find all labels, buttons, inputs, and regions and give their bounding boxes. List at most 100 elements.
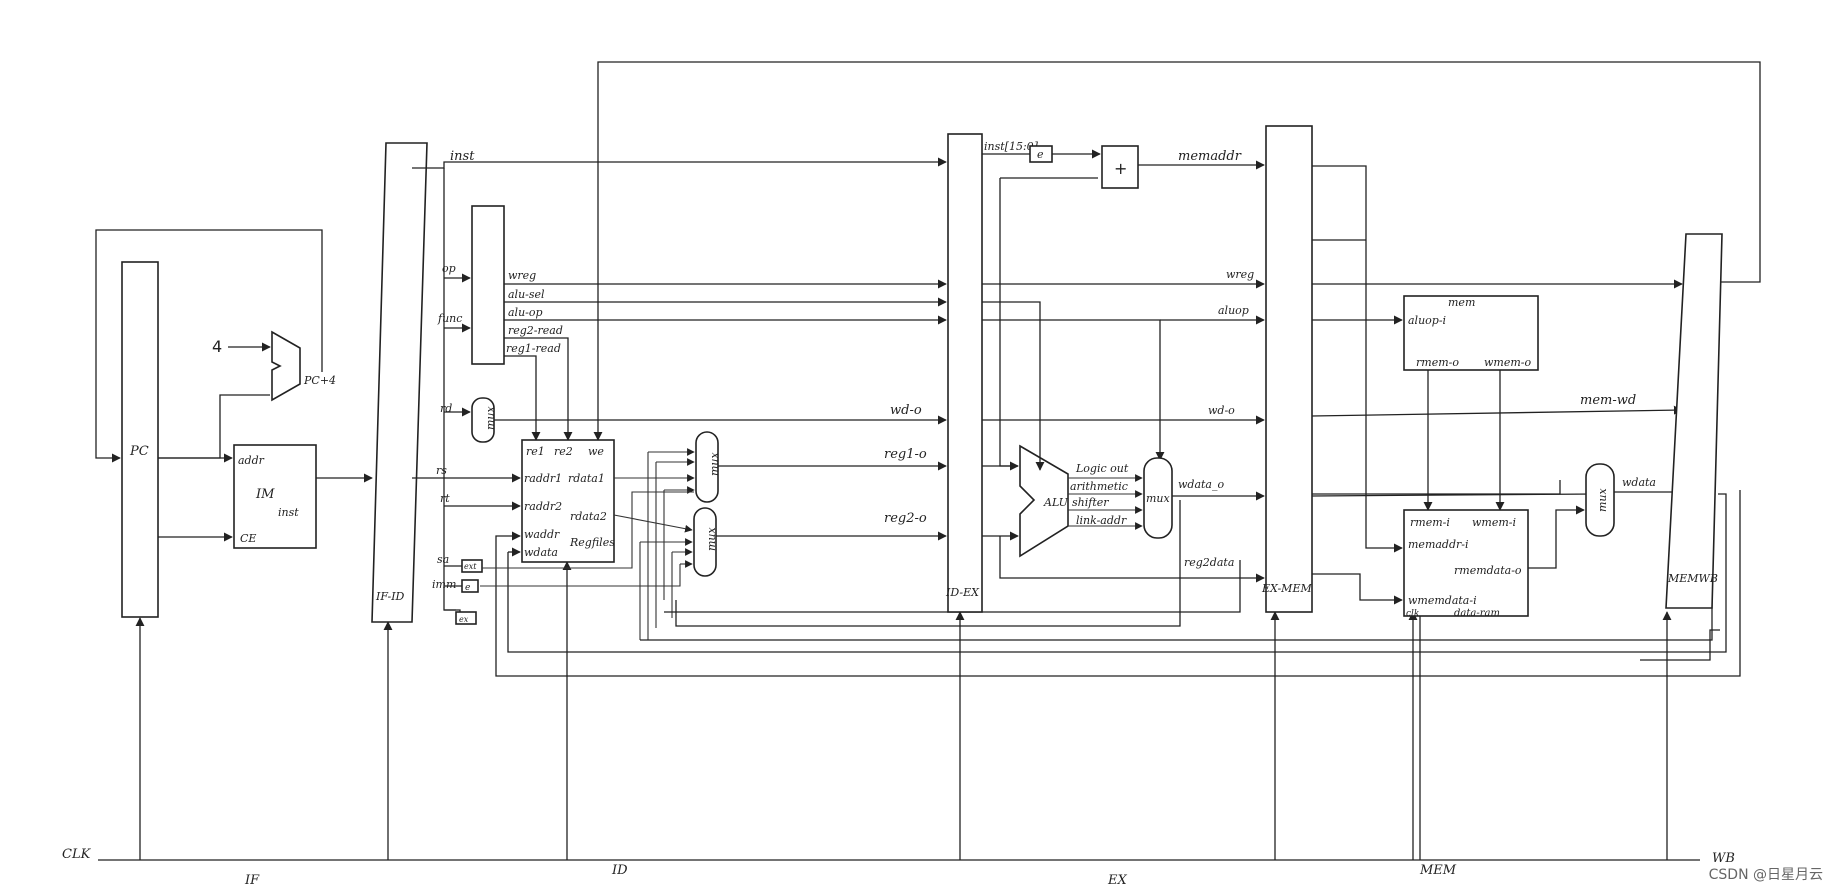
ex-mem-label: EX-MEM: [1261, 582, 1312, 595]
mem-wd-label: mem-wd: [1580, 393, 1636, 408]
alu-link: link-addr: [1076, 514, 1127, 527]
ctl-reg2-read: reg2-read: [508, 324, 563, 337]
exmem-wreg-label: wreg: [1226, 268, 1254, 281]
sa-ext-box: [461, 559, 483, 573]
regfile-writeback-wires: [495, 490, 1741, 677]
rd-mux-label: mux: [484, 405, 497, 430]
ex-reg1-split: [999, 178, 1018, 467]
mem-mux-label: mux: [1596, 487, 1609, 512]
clock-label: CLK: [62, 847, 92, 862]
data-ram: [1403, 509, 1529, 617]
imm-ext-box: [461, 579, 479, 593]
ex-mux-label: mux: [1146, 492, 1171, 505]
wdata-o-label: wdata_o: [1178, 478, 1224, 491]
reg2data-label: reg2data: [1184, 556, 1234, 569]
dram-title: data-ram: [1454, 608, 1500, 619]
op-label: op: [442, 262, 456, 275]
stage-if: IF: [244, 873, 260, 888]
dram-memaddr: memaddr-i: [1408, 538, 1469, 551]
mem-wb-register: [1665, 233, 1723, 609]
ctl-wreg: wreg: [508, 269, 536, 282]
pc-adder: [271, 330, 301, 402]
alu-arith: arithmetic: [1070, 480, 1128, 493]
ex-ext-text: e: [1037, 148, 1044, 161]
ctl-alu-op: alu-op: [508, 306, 543, 319]
rf-raddr1: raddr1: [524, 472, 562, 485]
dram-clk: clk: [1406, 609, 1419, 619]
dram-wmem: wmem-i: [1472, 516, 1516, 529]
control-unit: [471, 205, 505, 365]
instruction-memory: [233, 444, 317, 549]
im-inst-port: inst: [278, 506, 299, 519]
stage-wb: WB: [1712, 851, 1735, 866]
ex-result-mux: [1143, 457, 1173, 539]
watermark: CSDN @日星月云: [1708, 867, 1823, 883]
reg2-o-label: reg2-o: [884, 511, 927, 526]
ctl-reg1-read: reg1-read: [506, 342, 561, 355]
sa-label: sa: [437, 553, 449, 566]
dram-rmem: rmem-i: [1410, 516, 1450, 529]
rs-label: rs: [436, 464, 447, 477]
mem-ctrl-rmem: rmem-o: [1416, 356, 1459, 369]
wb-we-loop-wire: [593, 61, 1761, 441]
mem-stage-wires: [1311, 165, 1683, 605]
mem-ctrl-title: mem: [1448, 296, 1475, 309]
fwd-mux-1: [695, 431, 719, 503]
exmem-wd-label: wd-o: [1208, 404, 1235, 417]
alu-op-wire: [982, 319, 1165, 461]
if-id-register: [371, 142, 428, 623]
mem-ctrl-aluop: aluop-i: [1408, 314, 1446, 327]
ctl-alu-sel: alu-sel: [508, 288, 545, 301]
ex3-text: ex: [459, 615, 469, 624]
imm-label: imm: [432, 578, 456, 591]
mem-wb-mux: [1585, 463, 1615, 537]
clock-taps: [135, 561, 1672, 860]
ex-mem-register: [1265, 125, 1313, 613]
rf-title: Regfiles: [569, 536, 615, 549]
mem-ctrl-wmem: wmem-o: [1484, 356, 1532, 369]
stage-id: ID: [611, 863, 628, 878]
control-output-wires: [504, 279, 947, 441]
rf-waddr: waddr: [524, 528, 560, 541]
rf-re2: re2: [554, 445, 573, 458]
mem-control: [1403, 295, 1539, 371]
alu-unit-wires: [1068, 474, 1143, 530]
im-ce-port: CE: [240, 532, 256, 545]
id-ex-label: ID-EX: [945, 586, 980, 599]
mem-wb-label: MEMWB: [1667, 572, 1718, 585]
if-id-label: IF-ID: [375, 590, 405, 603]
alu-shifter: shifter: [1072, 496, 1109, 509]
rt-label: rt: [440, 492, 450, 505]
branch-adder-sign: +: [1114, 159, 1127, 178]
alu-label: ALU: [1043, 496, 1069, 509]
ex-pass-wires: [982, 279, 1265, 425]
stage-mem: MEM: [1419, 863, 1457, 878]
adder-const: 4: [212, 337, 222, 356]
alu-logic: Logic out: [1075, 462, 1129, 475]
rf-rdata1: rdata1: [568, 472, 605, 485]
stage-ex: EX: [1107, 873, 1127, 888]
inst-bus-wire: [412, 157, 947, 169]
branch-adder: [1101, 145, 1139, 189]
wb-wdata-label: wdata: [1622, 476, 1656, 489]
wd-o-label: wd-o: [890, 403, 922, 418]
rf-raddr2: raddr2: [524, 500, 562, 513]
ex3-box: [455, 611, 477, 625]
dram-wmemdata: wmemdata-i: [1408, 594, 1477, 607]
reg2data-wire: [999, 536, 1265, 583]
inst-spine-wire: [443, 168, 456, 611]
memaddr-label: memaddr: [1178, 149, 1242, 164]
pc-label: PC: [129, 444, 149, 459]
adder-label: PC+4: [303, 374, 336, 387]
id-ex-register: [947, 133, 983, 613]
rd-label: rd: [440, 402, 452, 415]
alu: [1019, 444, 1069, 558]
im-addr-port: addr: [238, 454, 265, 467]
inst-label: inst: [450, 149, 475, 164]
fwd-mux-1-label: mux: [708, 451, 721, 476]
fwd-mux-2: [693, 507, 717, 577]
inst-bits-label: inst[15:0]: [984, 140, 1039, 153]
reg1-o-label: reg1-o: [884, 447, 927, 462]
rmemdata-wire: [1528, 505, 1585, 569]
